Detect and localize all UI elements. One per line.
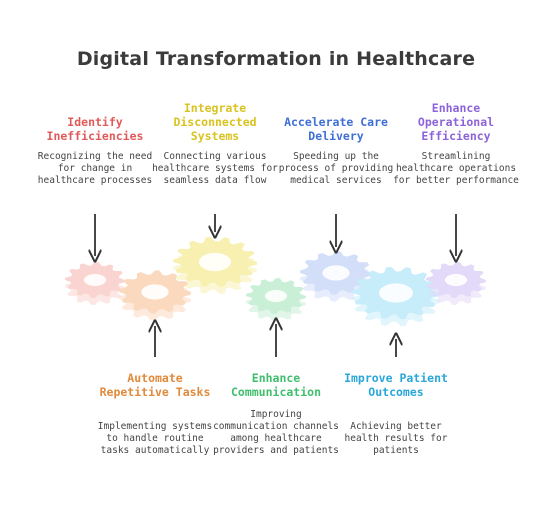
gear-ring-4 [261, 286, 291, 306]
gear-hub-2 [139, 282, 171, 302]
step-desc-integrate: Connecting various healthcare systems fo… [152, 151, 278, 186]
step-desc-automate: Implementing systems to handle routine t… [97, 421, 213, 456]
gear-hub-7 [443, 272, 469, 288]
diagram-title: Digital Transformation in Healthcare [76, 48, 476, 70]
step-desc-accelerate: Speeding up the process of providing med… [278, 151, 394, 186]
step-desc-outcomes: Achieving better health results for pati… [344, 421, 448, 456]
gear-ring-3 [195, 249, 235, 275]
step-label-accelerate: Accelerate Care Delivery [284, 115, 388, 143]
gear-hub-1 [82, 272, 108, 288]
gear-ring-6 [376, 280, 416, 306]
gear-hub-4 [263, 288, 289, 304]
gear-hub-5 [320, 263, 352, 283]
gear-ring-7 [441, 270, 471, 290]
step-label-communication: Enhance Communication [230, 371, 321, 399]
step-label-outcomes: Improve Patient Outcomes [344, 371, 448, 399]
step-desc-communication: Improving communication channels among h… [213, 409, 339, 456]
step-label-operational: Enhance Operational Efficiency [417, 101, 495, 143]
gear-hub-3 [197, 251, 233, 273]
gear-ring-1 [80, 270, 110, 290]
gear-ring-2 [138, 281, 172, 303]
step-desc-identify: Recognizing the need for change in healt… [37, 151, 153, 186]
gear-ring-5 [319, 262, 353, 284]
step-label-identify: Identify Inefficiencies [46, 115, 144, 143]
step-label-automate: Automate Repetitive Tasks [99, 371, 211, 399]
step-label-integrate: Integrate Disconnected Systems [173, 101, 257, 143]
gear-hub-6 [377, 281, 415, 305]
step-desc-operational: Streamlining healthcare operations for b… [393, 151, 519, 186]
